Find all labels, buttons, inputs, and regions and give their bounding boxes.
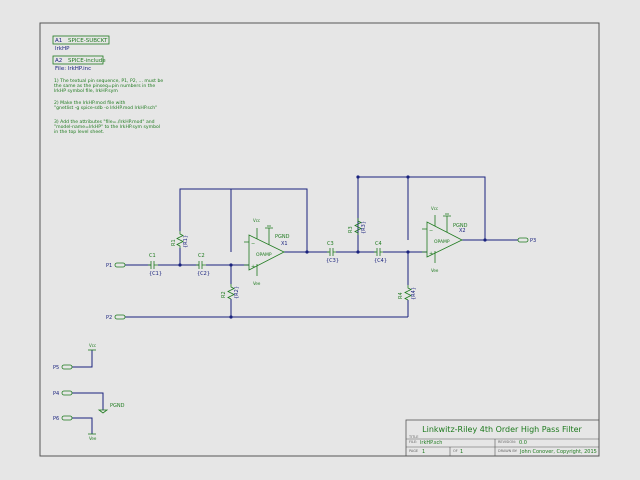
title-text: Linkwitz-Riley 4th Order High Pass Filte…: [422, 425, 582, 434]
c1-value: {C1}: [149, 271, 162, 277]
x1-minus-sign: −: [251, 241, 255, 247]
of-value: 1: [460, 449, 463, 455]
file-value: lrkHP.sch: [420, 440, 442, 446]
revision-value: 0.0: [519, 440, 527, 446]
page-label: PAGE: [409, 449, 418, 453]
capacitor-c1[interactable]: C1 {C1}: [148, 253, 162, 277]
opamp-x2[interactable]: − + OPAMP X2 Vcc Vee PGND: [422, 206, 468, 273]
drawn-by-label: DRAWN BY:: [498, 449, 518, 453]
junctions: [178, 175, 487, 319]
r4-ref: R4: [398, 292, 404, 299]
a2-file: File: lrkHP.inc: [55, 66, 91, 72]
c4-ref: C4: [375, 241, 382, 247]
attribute-a2: A2 SPICE-include File: lrkHP.inc: [52, 55, 106, 72]
c2-ref: C2: [198, 253, 205, 259]
x2-ref: X2: [459, 228, 466, 234]
r1-value: {R1}: [183, 235, 189, 248]
r1-ref: R1: [171, 239, 177, 246]
port-p4[interactable]: P4 PGND: [53, 390, 125, 414]
sheet-border: [39, 22, 600, 457]
x1-ref: X1: [281, 241, 288, 247]
vcc-label: Vcc: [89, 343, 96, 348]
r3-ref: R3: [348, 226, 354, 233]
file-label: FILE:: [409, 440, 417, 444]
note-line: "model-name=lrkHP" to the lrkHP.sym symb…: [54, 124, 160, 130]
p1-label: P1: [106, 263, 112, 269]
c1-ref: C1: [149, 253, 156, 259]
opamp-x1[interactable]: − + OPAMP X1 Vcc Vee PGND: [244, 218, 290, 286]
c3-value: {C3}: [326, 258, 339, 264]
x1-model: OPAMP: [256, 252, 272, 258]
note-line: 3) Add the attributes "file=./lrkHP.mod"…: [54, 119, 155, 125]
capacitor-c3[interactable]: C3 {C3}: [326, 241, 339, 264]
capacitor-c2[interactable]: C2 {C2}: [196, 253, 210, 277]
port-p2[interactable]: P2: [106, 314, 126, 321]
r4-value: {R4}: [411, 287, 417, 300]
p2-label: P2: [106, 315, 112, 321]
a2-value: SPICE-include: [68, 58, 106, 64]
port-p1[interactable]: P1: [106, 262, 126, 269]
x2-minus-sign: −: [429, 228, 433, 234]
a1-model-name: lrkHP: [55, 46, 70, 52]
x2-model: OPAMP: [434, 239, 450, 245]
x2-plus-sign: +: [429, 251, 433, 257]
c3-ref: C3: [327, 241, 334, 247]
revision-label: REVISION:: [498, 440, 516, 444]
resistor-r3[interactable]: R3 {R3}: [348, 218, 367, 235]
note-line: 1) The textual pin sequence, P1, P2, ...…: [54, 78, 163, 84]
resistor-r1[interactable]: R1 {R1}: [171, 231, 189, 248]
port-p6[interactable]: P6 Vee: [53, 415, 97, 441]
pgnd-label: PGND: [110, 403, 125, 409]
drawn-by-value: John Conover, Copyright, 2015: [519, 449, 597, 455]
x1-vee-label: Vee: [253, 281, 261, 286]
wires: [72, 176, 518, 434]
c4-value: {C4}: [374, 258, 387, 264]
port-p3[interactable]: P3: [517, 237, 536, 244]
capacitor-c4[interactable]: C4 {C4}: [374, 241, 387, 264]
notes-block: 1) The textual pin sequence, P1, P2, ...…: [54, 78, 163, 135]
p3-label: P3: [530, 238, 536, 244]
note-line: in the top level sheet.: [54, 129, 104, 135]
p5-label: P5: [53, 365, 59, 371]
vee-label: Vee: [89, 436, 97, 441]
x2-vee-label: Vee: [431, 268, 439, 273]
x2-pgnd: PGND: [453, 223, 468, 229]
x1-pgnd: PGND: [275, 234, 290, 240]
resistor-r2[interactable]: R2 {R2}: [221, 284, 240, 300]
a2-refdes: A2: [55, 58, 62, 64]
note-line: 2) Make the lrkHP.mod file with: [54, 100, 125, 106]
page-value: 1: [422, 449, 425, 455]
p6-label: P6: [53, 416, 59, 422]
x2-vcc-label: Vcc: [431, 206, 438, 211]
c2-value: {C2}: [197, 271, 210, 277]
resistor-r4[interactable]: R4 {R4}: [398, 285, 417, 301]
title-block: Linkwitz-Riley 4th Order High Pass Filte…: [405, 419, 600, 457]
title-label: TITLE: [408, 435, 418, 439]
attribute-a1: A1 SPICE-SUBCKT lrkHP: [52, 35, 110, 52]
x1-vcc-label: Vcc: [253, 218, 260, 223]
r2-ref: R2: [221, 291, 227, 298]
r2-value: {R2}: [234, 286, 240, 299]
p4-label: P4: [53, 391, 59, 397]
note-line: lrkHP symbol file, lrkHP.sym: [54, 88, 118, 94]
of-label: OF: [453, 449, 458, 453]
note-line: the same as the pinseq=pin numbers in th…: [54, 83, 155, 89]
r3-value: {R3}: [361, 221, 367, 234]
port-p5[interactable]: P5 Vcc: [53, 343, 96, 371]
a1-refdes: A1: [55, 38, 62, 44]
a1-value: SPICE-SUBCKT: [68, 38, 108, 44]
x1-plus-sign: +: [251, 264, 255, 270]
note-line: "gnetlist -g spice-sdb -o lrkHP.mod lrkH…: [54, 105, 157, 111]
